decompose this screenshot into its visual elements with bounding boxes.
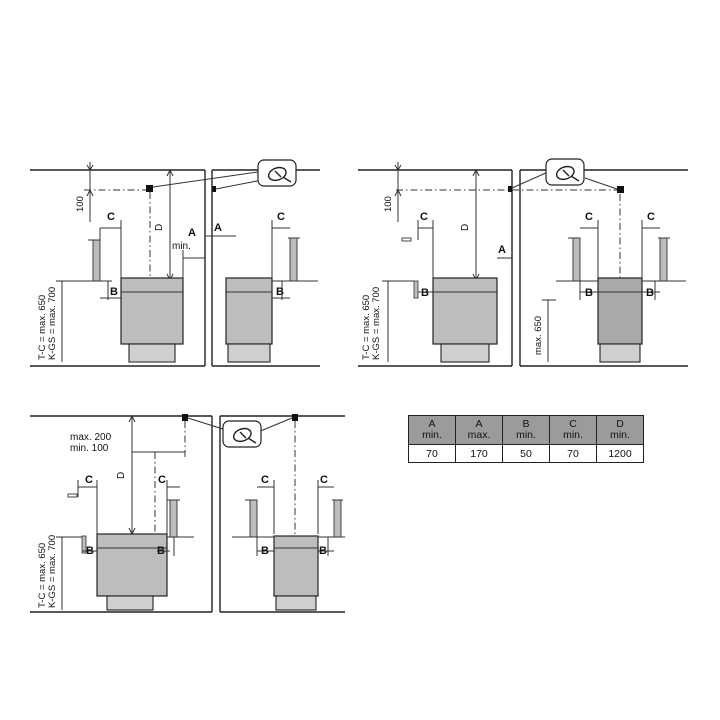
dim-b-label-7: B xyxy=(157,545,165,557)
dim-b-label-8: B xyxy=(261,545,269,557)
table-cell: 70 xyxy=(549,444,597,463)
sensor-mount xyxy=(146,185,153,192)
dim-c-label: C xyxy=(107,211,115,223)
table-cell: 50 xyxy=(502,444,550,463)
dim-c-label-8: C xyxy=(261,474,269,486)
dim-b-label-2: B xyxy=(276,286,284,298)
dim-c-label-9: C xyxy=(320,474,328,486)
table-cell: 1200 xyxy=(596,444,644,463)
table-row: 70 170 50 70 1200 xyxy=(408,444,644,463)
dim-c-label-4: C xyxy=(585,211,593,223)
kgs-limit-label-2: K-GS = max. 700 xyxy=(371,287,382,360)
tc-limit-label-3: T-C = max. 650 xyxy=(37,543,48,608)
max200-label: max. 200 xyxy=(70,432,112,443)
dim-a-label-2: A xyxy=(498,244,506,256)
tc-limit-label-2: T-C = max. 650 xyxy=(361,295,372,360)
heater-body xyxy=(120,277,184,345)
dim-100-label: 100 xyxy=(75,196,86,212)
temperature-sensor-icon xyxy=(257,159,297,187)
panel-2: 100 D C B A T-C = max. 650 K-GS = max. 7… xyxy=(358,158,688,367)
dim-b-label-4: B xyxy=(585,287,593,299)
table-cell: 70 xyxy=(408,444,456,463)
kgs-limit-label: K-GS = max. 700 xyxy=(47,287,58,360)
dim-b-label-5: B xyxy=(646,287,654,299)
dim-b-label: B xyxy=(110,286,118,298)
temperature-sensor-icon-2 xyxy=(545,158,585,186)
dim-a-label: A xyxy=(188,227,196,239)
dim-c-label-5: C xyxy=(647,211,655,223)
dim-c-label-7: C xyxy=(158,474,166,486)
panel-3: max. 200 min. 100 D C C B B T-C = max. 6… xyxy=(30,414,345,613)
dim-c-label-6: C xyxy=(85,474,93,486)
kgs-limit-label-3: K-GS = max. 700 xyxy=(47,535,58,608)
tc-limit-label: T-C = max. 650 xyxy=(37,295,48,360)
panel-1: 100 D C B A min. A T-C = xyxy=(30,159,320,367)
temperature-sensor-icon-3 xyxy=(222,420,262,448)
min100-label: min. 100 xyxy=(70,443,109,454)
dim-d-label-2: D xyxy=(460,224,471,231)
dim-100-label-2: 100 xyxy=(383,196,394,212)
dim-c-label-2: C xyxy=(277,211,285,223)
table-cell: 170 xyxy=(455,444,503,463)
max650-label: max. 650 xyxy=(533,316,544,355)
dim-b-label-9: B xyxy=(319,545,327,557)
dim-b-label-6: B xyxy=(86,545,94,557)
dim-c-label-3: C xyxy=(420,211,428,223)
dim-b-label-3: B xyxy=(421,287,429,299)
dim-a-right-label: A xyxy=(214,222,222,234)
dim-d-label-3: D xyxy=(116,472,127,479)
dim-d-label: D xyxy=(154,224,165,231)
dim-a-min-label: min. xyxy=(172,241,191,252)
